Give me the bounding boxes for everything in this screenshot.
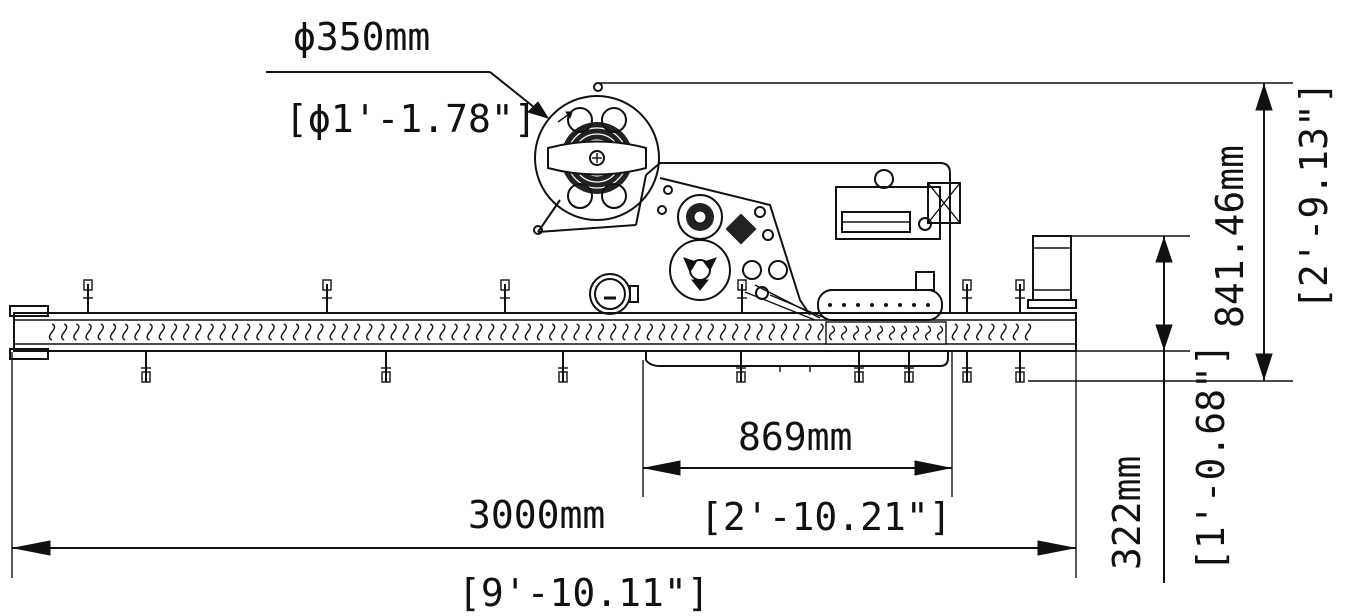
conveyor-height-in: [1'-0.68"] xyxy=(1189,343,1233,572)
overall-height-mm: 841.46mm xyxy=(1208,145,1252,328)
dimension-lines xyxy=(11,71,1293,583)
guide-posts-bottom xyxy=(141,351,1025,383)
machine-width-in: [2'-10.21"] xyxy=(700,495,952,539)
machine-width-mm: 869mm xyxy=(738,415,852,459)
control-box xyxy=(835,169,961,240)
conveyor-length-mm: 3000mm xyxy=(468,493,605,537)
roll-diameter-mm: ϕ350mm xyxy=(293,15,430,59)
guide-posts-top xyxy=(83,279,1025,313)
label-roll xyxy=(533,82,660,235)
overall-height-in: [2'-9.13"] xyxy=(1292,81,1336,310)
drive-motor xyxy=(1027,235,1077,309)
conveyor-length-in: [9'-10.11"] xyxy=(458,571,710,615)
labeler-machine xyxy=(533,82,1077,372)
roll-diameter-in: [ϕ1'-1.78"] xyxy=(285,97,537,141)
pressure-gauge xyxy=(589,273,639,315)
conveyor-height-mm: 322mm xyxy=(1105,456,1149,570)
belt-wrapper xyxy=(817,271,947,345)
